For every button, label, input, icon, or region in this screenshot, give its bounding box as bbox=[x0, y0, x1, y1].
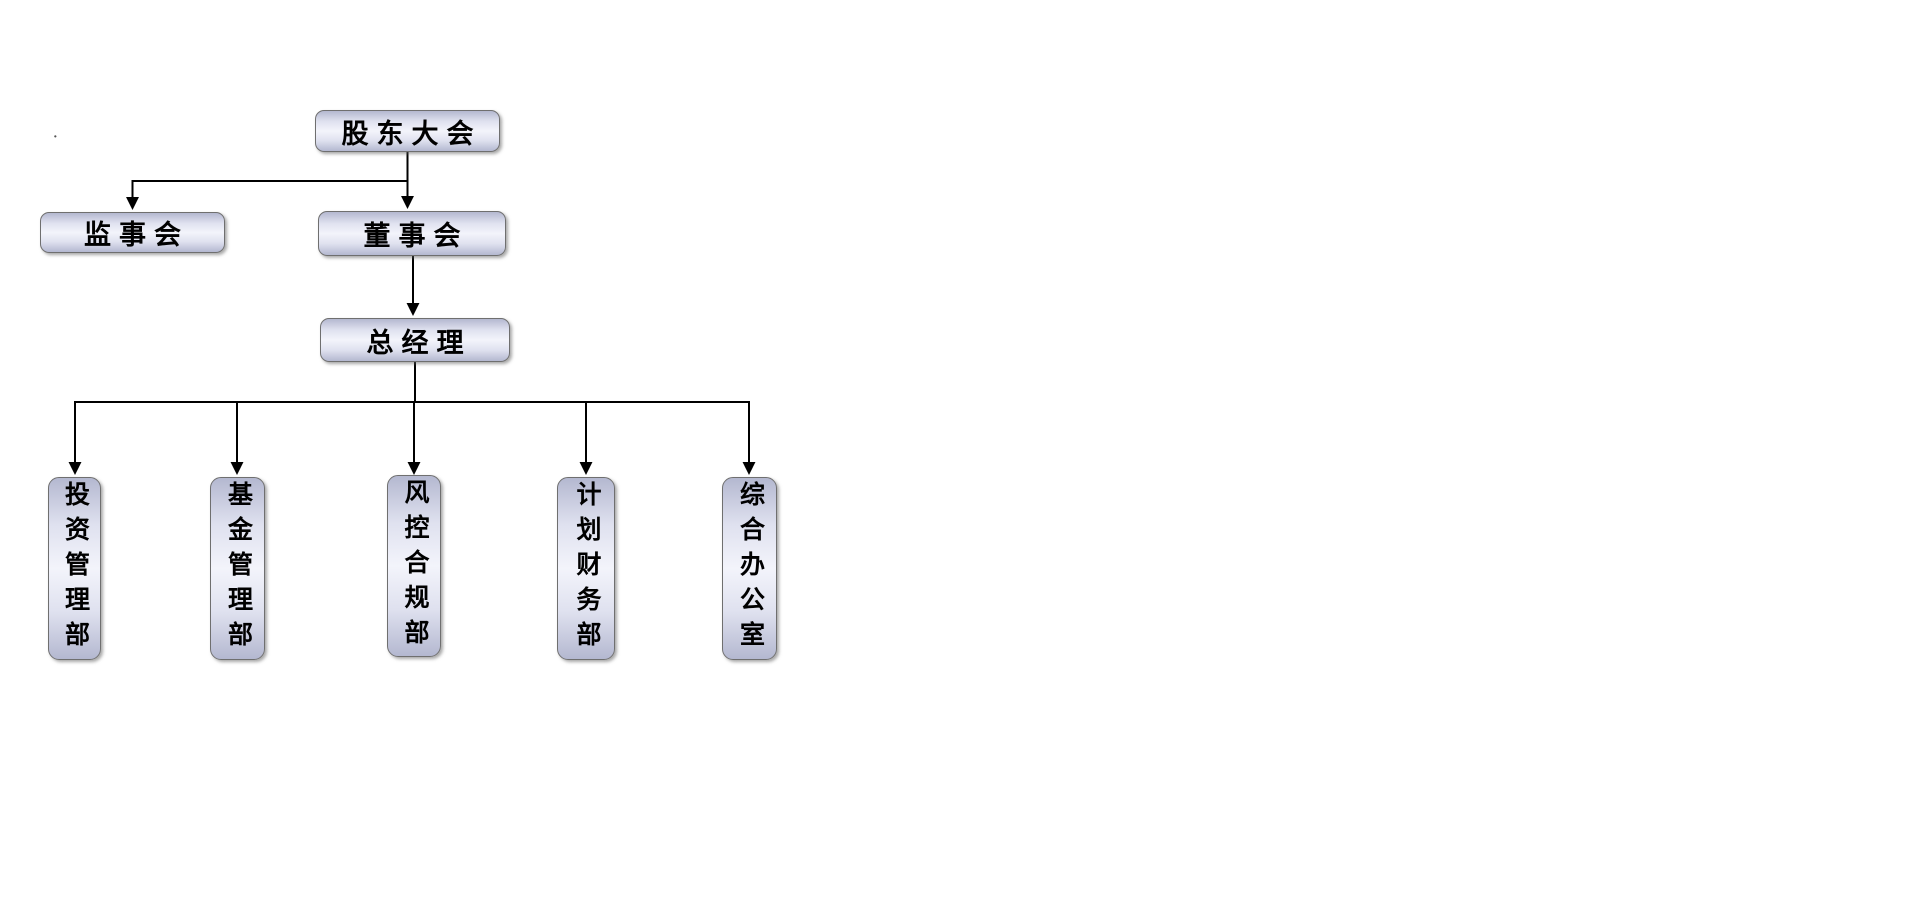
node-board-of-directors: 董事会 bbox=[318, 211, 506, 256]
node-supervisory-board: 监事会 bbox=[40, 212, 225, 253]
node-shareholders-meeting: 股东大会 bbox=[315, 110, 500, 152]
node-risk-compliance-dept: 风控合规部 bbox=[387, 475, 441, 657]
node-general-manager: 总经理 bbox=[320, 318, 510, 362]
node-investment-management-dept: 投资管理部 bbox=[48, 477, 101, 660]
node-fund-management-dept: 基金管理部 bbox=[210, 477, 265, 660]
node-general-office: 综合办公室 bbox=[722, 477, 777, 660]
node-planning-finance-dept: 计划财务部 bbox=[557, 477, 615, 660]
stray-dot-artifact: · bbox=[53, 130, 58, 145]
